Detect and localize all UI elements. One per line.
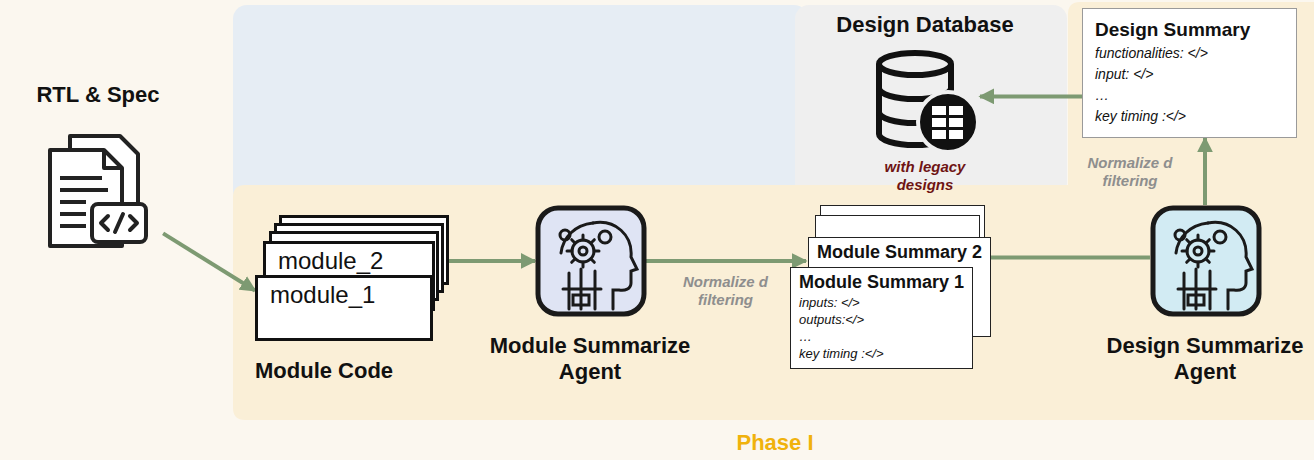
edge-label: Normalize d filtering (681, 273, 771, 309)
agent-figure (1175, 222, 1252, 309)
source-document: RTL & Spec (28, 82, 168, 254)
summary-field: inputs: </> (799, 294, 964, 311)
design-summary-doc: Design Summaryfunctionalities: </>input:… (1082, 8, 1297, 138)
summary-field: key timing :</> (1095, 106, 1284, 127)
summary-title: Module Summary 1 (799, 270, 964, 294)
agent-name: Module Summarize Agent (480, 333, 700, 386)
module-name: module_1 (266, 280, 422, 310)
module-code-stack: module_2 module_1Module Code (255, 215, 455, 395)
summary-field: outputs:</> (799, 311, 964, 328)
edge-label-patch: Normalize d filtering (679, 272, 773, 310)
connector (980, 94, 1082, 98)
text-slot: Design Summarize Agent (1100, 333, 1310, 386)
agent-name: Design Summarize Agent (1100, 333, 1310, 386)
text-slot: with legacy designs (875, 158, 975, 194)
summary-field: key timing :</> (799, 345, 964, 362)
edge-label: Normalize d filtering (1085, 154, 1175, 190)
agent-node: Module Summarize Agent (480, 205, 700, 400)
connector (645, 259, 806, 263)
summary-field: functionalities: </> (1095, 43, 1284, 64)
table-badge (918, 92, 978, 152)
summary-stack: Module Summary 2 Module Summary 1inputs: … (790, 205, 990, 380)
text-slot: RTL & Spec (28, 82, 168, 108)
agent-icon (535, 205, 647, 317)
summary-field: input: </> (1095, 64, 1284, 85)
summary-title: Design Summary (1095, 17, 1284, 43)
icon-frame (1153, 208, 1259, 314)
text-slot: Phase I (675, 430, 875, 456)
db-icon (870, 48, 980, 154)
agent-node: Design Summarize Agent (1100, 205, 1310, 400)
text-slot: Module Code (255, 358, 455, 384)
database-note: with legacy designs (875, 158, 975, 194)
doc-icon (46, 132, 158, 250)
node-title: Design Database (800, 12, 1050, 38)
phase-band: Phase I module_2 module_1Module Code Module… (233, 0, 1314, 460)
connector (990, 256, 1150, 260)
summary-field: … (799, 328, 964, 345)
connector (449, 259, 535, 263)
phase-label: Phase I (675, 430, 875, 456)
design-database: Design Database with legacy designs (800, 12, 1050, 202)
database-region (795, 5, 1067, 197)
connector (1203, 138, 1207, 205)
card: Design Summaryfunctionalities: </>input:… (1082, 8, 1297, 138)
agent-figure (560, 222, 637, 309)
card: module_1 (255, 275, 433, 341)
node-title: Module Code (255, 358, 455, 384)
table-grid (932, 106, 963, 139)
phase-panel-shape (233, 2, 1314, 420)
text-slot: Module Summarize Agent (480, 333, 700, 386)
node-title: RTL & Spec (28, 82, 168, 108)
summary-title: Module Summary 2 (817, 240, 982, 264)
summary-field: … (1095, 85, 1284, 106)
edge-label-patch: Normalize d filtering (1083, 153, 1177, 191)
upper-region (233, 5, 808, 205)
text-slot: Design Database (800, 12, 1050, 38)
document-icon (50, 136, 146, 246)
icon-frame (538, 208, 644, 314)
agent-icon (1150, 205, 1262, 317)
connector (163, 233, 255, 290)
module-name: module_2 (274, 246, 424, 276)
card: Module Summary 1inputs: </>outputs:</>…k… (790, 267, 973, 369)
